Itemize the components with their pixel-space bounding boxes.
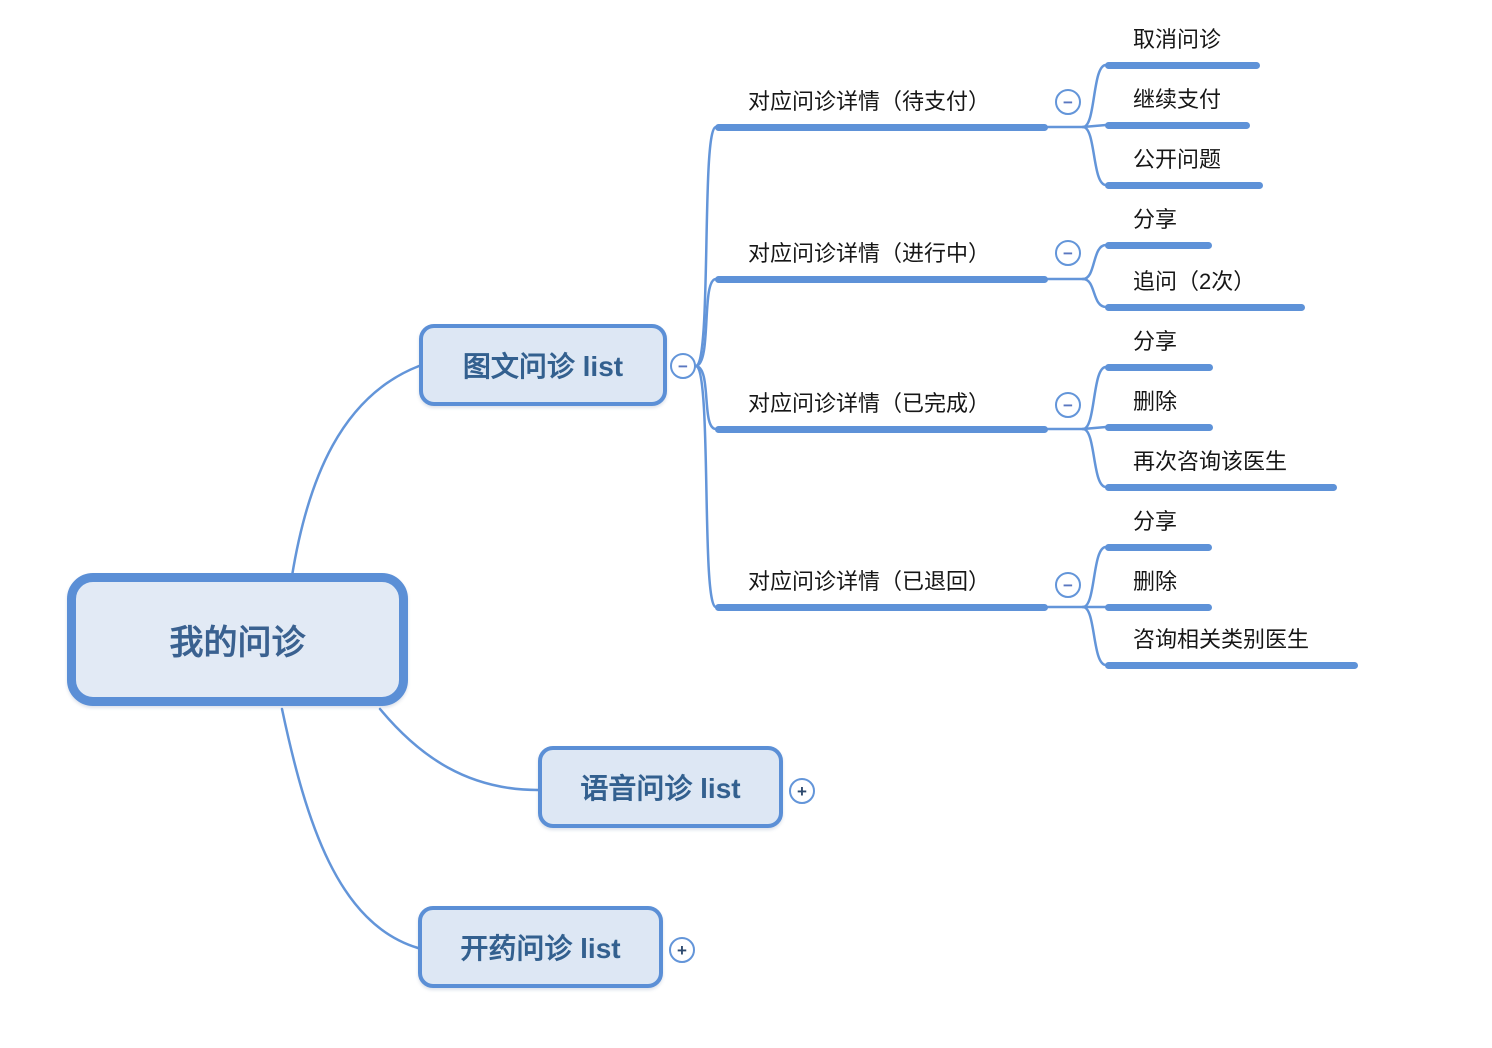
leaf-node-delete-returned[interactable]: 删除 <box>1105 566 1212 611</box>
leaf-node-label: 分享 <box>1133 509 1178 534</box>
connector-branch-to-pending-payment <box>694 125 718 368</box>
leaf-node-label: 取消问诊 <box>1133 27 1222 52</box>
collapse-toggle-image-text-list[interactable]: − <box>670 353 696 379</box>
collapse-toggle-pending-payment[interactable]: − <box>1055 89 1081 115</box>
branch-node-image-text-list[interactable]: 图文问诊 list <box>419 324 667 406</box>
plus-icon: + <box>797 781 807 801</box>
leaf-node-label: 删除 <box>1133 569 1178 594</box>
branch-node-voice-list[interactable]: 语音问诊 list <box>538 746 783 828</box>
node-underline <box>1105 304 1305 311</box>
leaf-node-label: 咨询相关类别医生 <box>1133 627 1310 652</box>
detail-node-label: 对应问诊详情（进行中） <box>748 241 991 266</box>
connector-progress-to-share <box>1081 243 1108 281</box>
node-underline <box>715 426 1048 433</box>
connector-completed-to-consult-again <box>1081 427 1108 489</box>
connector-pending-to-continue-pay <box>1081 123 1108 129</box>
leaf-node-consult-same-doctor[interactable]: 再次咨询该医生 <box>1105 446 1337 491</box>
node-underline <box>715 276 1048 283</box>
leaf-node-open-question[interactable]: 公开问题 <box>1105 144 1263 189</box>
branch-node-prescription-list[interactable]: 开药问诊 list <box>418 906 663 988</box>
node-underline <box>1105 424 1213 431</box>
leaf-node-cancel-consultation[interactable]: 取消问诊 <box>1105 24 1260 69</box>
minus-icon: − <box>1063 92 1073 112</box>
branch-node-label: 图文问诊 list <box>462 351 624 382</box>
node-underline <box>1105 62 1260 69</box>
expand-toggle-voice-list[interactable]: + <box>789 778 815 804</box>
connector-returned-to-consult-category <box>1081 605 1108 667</box>
collapse-toggle-completed[interactable]: − <box>1055 392 1081 418</box>
connector-root-to-image-text-list <box>290 364 421 578</box>
leaf-node-label: 继续支付 <box>1133 87 1222 112</box>
collapse-toggle-returned[interactable]: − <box>1055 572 1081 598</box>
detail-node-label: 对应问诊详情（已退回） <box>748 569 991 594</box>
leaf-node-followup-question[interactable]: 追问（2次） <box>1105 266 1305 311</box>
detail-node-label: 对应问诊详情（已完成） <box>748 391 991 416</box>
leaf-node-share-in-progress[interactable]: 分享 <box>1105 204 1212 249</box>
branch-node-label: 语音问诊 list <box>580 773 741 804</box>
connector-branch-to-returned <box>694 364 718 609</box>
node-underline <box>1105 544 1212 551</box>
connector-branch-to-completed <box>694 364 718 431</box>
minus-icon: − <box>1063 243 1073 263</box>
connector-progress-to-followup <box>1081 277 1108 309</box>
leaf-node-label: 追问（2次） <box>1133 269 1256 294</box>
leaf-node-share-returned[interactable]: 分享 <box>1105 506 1212 551</box>
node-underline <box>1105 662 1358 669</box>
leaf-node-share-completed[interactable]: 分享 <box>1105 326 1213 371</box>
detail-node-returned[interactable]: 对应问诊详情（已退回） <box>715 566 1048 611</box>
leaf-node-label: 分享 <box>1133 329 1178 354</box>
detail-node-completed[interactable]: 对应问诊详情（已完成） <box>715 388 1048 433</box>
minus-icon: − <box>1063 395 1073 415</box>
node-underline <box>1105 604 1212 611</box>
detail-node-in-progress[interactable]: 对应问诊详情（进行中） <box>715 238 1048 283</box>
leaf-node-label: 公开问题 <box>1133 147 1222 172</box>
root-node-my-consultations[interactable]: 我的问诊 <box>67 573 408 706</box>
connector-root-to-prescription-list <box>280 707 420 950</box>
detail-node-label: 对应问诊详情（待支付） <box>748 89 991 114</box>
connector-completed-to-share <box>1081 365 1108 431</box>
connector-returned-to-share <box>1081 545 1108 609</box>
connector-branch-to-in-progress <box>694 277 718 368</box>
node-underline <box>715 124 1048 131</box>
connector-pending-to-open-question <box>1081 125 1108 187</box>
plus-icon: + <box>677 940 687 960</box>
node-underline <box>1105 182 1263 189</box>
leaf-node-consult-related-category-doctor[interactable]: 咨询相关类别医生 <box>1105 624 1358 669</box>
node-underline <box>715 604 1048 611</box>
leaf-node-label: 分享 <box>1133 207 1178 232</box>
connector-pending-to-cancel <box>1081 63 1108 129</box>
node-underline <box>1105 484 1337 491</box>
node-underline <box>1105 364 1213 371</box>
node-underline <box>1105 122 1250 129</box>
leaf-node-label: 删除 <box>1133 389 1178 414</box>
leaf-node-label: 再次咨询该医生 <box>1133 449 1288 474</box>
leaf-node-continue-payment[interactable]: 继续支付 <box>1105 84 1250 129</box>
branch-node-label: 开药问诊 list <box>460 933 621 964</box>
detail-node-pending-payment[interactable]: 对应问诊详情（待支付） <box>715 86 1048 131</box>
leaf-node-delete-completed[interactable]: 删除 <box>1105 386 1213 431</box>
node-underline <box>1105 242 1212 249</box>
connector-root-to-voice-list <box>378 707 540 792</box>
collapse-toggle-in-progress[interactable]: − <box>1055 240 1081 266</box>
expand-toggle-prescription-list[interactable]: + <box>669 937 695 963</box>
root-node-label: 我的问诊 <box>169 624 306 662</box>
minus-icon: − <box>1063 575 1073 595</box>
connector-completed-to-delete <box>1081 425 1108 431</box>
minus-icon: − <box>678 356 688 376</box>
